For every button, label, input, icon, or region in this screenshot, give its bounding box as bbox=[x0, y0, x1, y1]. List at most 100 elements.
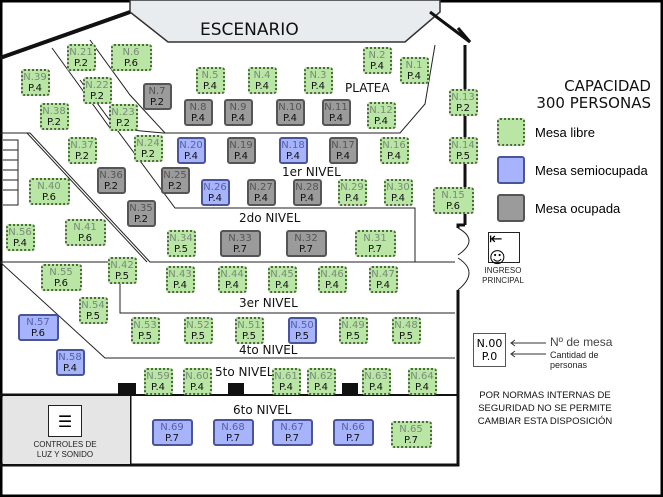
table-persons: P.6 bbox=[77, 232, 92, 244]
table-number: N.56 bbox=[8, 226, 32, 238]
table-number: N.25 bbox=[163, 169, 187, 181]
table-persons: P.4 bbox=[224, 279, 239, 291]
table-persons: P.2 bbox=[73, 57, 88, 69]
legend-swatch-libre bbox=[497, 118, 525, 146]
table-number: N.37 bbox=[70, 139, 94, 151]
table-persons: P.5 bbox=[294, 330, 309, 342]
legend-item-libre: Mesa libre bbox=[497, 118, 595, 146]
table-persons: P.4 bbox=[375, 279, 390, 291]
table-number: N.2 bbox=[368, 49, 386, 61]
legend-item-semi: Mesa semiocupada bbox=[497, 156, 648, 184]
table-number: N.6 bbox=[122, 46, 140, 58]
table-persons: P.4 bbox=[386, 150, 401, 162]
table-persons: P.5 bbox=[345, 330, 360, 342]
table-number: N.41 bbox=[73, 221, 97, 233]
controls-label: CONTROLES DE LUZ Y SONIDO bbox=[20, 440, 110, 460]
table-persons: P.2 bbox=[115, 117, 130, 129]
table-persons: P.5 bbox=[190, 330, 205, 342]
table-number: N.11 bbox=[324, 101, 348, 113]
table-number: N.26 bbox=[203, 181, 227, 193]
table-number: N.32 bbox=[294, 232, 318, 244]
exit-door-icon: ⇤☺ bbox=[488, 229, 520, 267]
table-number: N.34 bbox=[169, 232, 193, 244]
legend-swatch-semi bbox=[497, 156, 525, 184]
table-number: N.45 bbox=[270, 268, 294, 280]
table-persons: P.5 bbox=[137, 330, 152, 342]
key-arrows bbox=[510, 339, 546, 358]
level-label-6: 6to NIVEL bbox=[233, 403, 292, 417]
table-persons: P.5 bbox=[455, 150, 470, 162]
table-number: N.30 bbox=[386, 181, 410, 193]
